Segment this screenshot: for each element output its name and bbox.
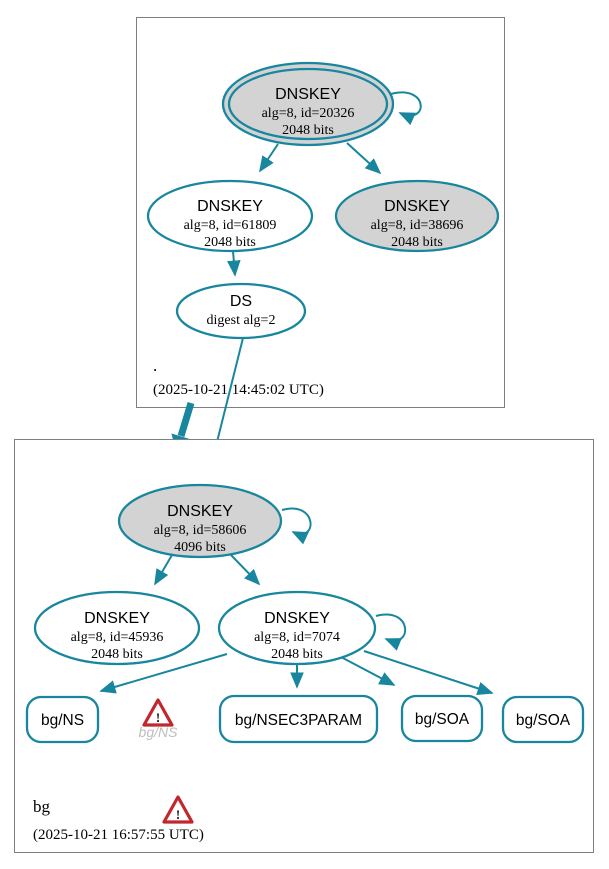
edge-root-ksk-to-zsk61809 <box>259 143 279 173</box>
node-size: 2048 bits <box>282 123 334 138</box>
node-size: 2048 bits <box>271 647 323 662</box>
node-ellipse <box>334 179 500 253</box>
node-rrset-bg-soa-1[interactable]: bg/SOA <box>400 694 484 743</box>
node-ellipse <box>217 590 377 666</box>
edge-root-ksk-to-zsk38696 <box>346 142 382 175</box>
node-title: DNSKEY <box>84 610 150 627</box>
edge-bg-ksk-to-zsk7074 <box>230 554 261 586</box>
node-detail: alg=8, id=7074 <box>254 630 340 645</box>
node-title: DNSKEY <box>275 86 341 103</box>
node-dnskey-20326-ksk[interactable]: DNSKEY alg=8, id=20326 2048 bits <box>221 61 395 147</box>
node-ellipse <box>146 179 314 253</box>
node-title: DNSKEY <box>264 610 330 627</box>
zone-timestamp-root: (2025-10-21 14:45:02 UTC) <box>153 382 324 398</box>
rrset-rect <box>400 694 484 743</box>
node-dnskey-61809[interactable]: DNSKEY alg=8, id=61809 2048 bits <box>146 179 314 253</box>
node-size: 2048 bits <box>204 235 256 250</box>
rrset-label: bg/NSEC3PARAM <box>235 712 362 729</box>
node-rrset-bg-ns[interactable]: bg/NS <box>25 695 100 744</box>
node-title: DNSKEY <box>384 198 450 215</box>
node-title: DS <box>230 293 252 310</box>
node-ellipse <box>175 282 307 340</box>
rrset-label: bg/SOA <box>516 712 571 729</box>
node-detail: digest alg=2 <box>207 313 276 328</box>
edge-zsk7074-to-soa-2 <box>363 650 494 695</box>
node-ellipse <box>117 483 283 559</box>
rrset-rect <box>25 695 100 744</box>
node-dnskey-45936[interactable]: DNSKEY alg=8, id=45936 2048 bits <box>33 590 201 666</box>
rrset-label: bg/SOA <box>415 711 470 728</box>
node-detail: alg=8, id=38696 <box>371 218 464 233</box>
node-detail: alg=8, id=61809 <box>184 218 277 233</box>
rrset-rect <box>218 694 379 744</box>
rrset-rect <box>501 695 585 744</box>
node-size: 2048 bits <box>91 647 143 662</box>
warning-triangle-icon: ! <box>142 698 174 727</box>
zone-timestamp-bg: (2025-10-21 16:57:55 UTC) <box>33 827 204 843</box>
zone-label-bg: bg <box>33 797 51 816</box>
node-dnskey-7074[interactable]: DNSKEY alg=8, id=7074 2048 bits <box>217 590 377 666</box>
node-ds-root[interactable]: DS digest alg=2 <box>175 282 307 340</box>
edge-zsk61809-to-ds <box>227 250 241 277</box>
node-ellipse <box>33 590 201 666</box>
node-detail: alg=8, id=20326 <box>262 106 355 121</box>
node-detail: alg=8, id=45936 <box>71 630 164 645</box>
node-ellipse-inner <box>227 67 389 141</box>
zone-label-root: . <box>153 356 157 375</box>
node-title: DNSKEY <box>197 198 263 215</box>
node-rrset-bg-ns-warning[interactable]: ! bg/NS <box>139 698 179 740</box>
node-size: 4096 bits <box>174 540 226 555</box>
rrset-label-ghost: bg/NS <box>139 724 179 740</box>
node-rrset-bg-soa-2[interactable]: bg/SOA <box>501 695 585 744</box>
edge-zsk7074-to-soa-1 <box>340 656 396 686</box>
svg-text:!: ! <box>176 807 180 822</box>
edge-bg-ksk-self-loop <box>281 507 312 545</box>
node-title: DNSKEY <box>167 503 233 520</box>
node-rrset-bg-nsec3param[interactable]: bg/NSEC3PARAM <box>218 694 379 744</box>
rrset-label: bg/NS <box>41 712 84 729</box>
node-size: 2048 bits <box>391 235 443 250</box>
zone-warning-triangle-icon[interactable]: ! <box>162 795 194 824</box>
node-dnskey-38696[interactable]: DNSKEY alg=8, id=38696 2048 bits <box>334 179 500 253</box>
edge-bg-ksk-to-zsk45936 <box>154 554 173 586</box>
edge-zsk7074-self-loop <box>375 613 407 651</box>
edge-zsk7074-to-bg-ns <box>99 653 228 694</box>
node-dnskey-58606-ksk[interactable]: DNSKEY alg=8, id=58606 4096 bits <box>117 483 283 559</box>
node-ellipse-outer <box>221 61 395 147</box>
node-detail: alg=8, id=58606 <box>154 523 247 538</box>
svg-text:!: ! <box>156 710 160 725</box>
edge-root-ksk-self-loop <box>390 91 422 126</box>
